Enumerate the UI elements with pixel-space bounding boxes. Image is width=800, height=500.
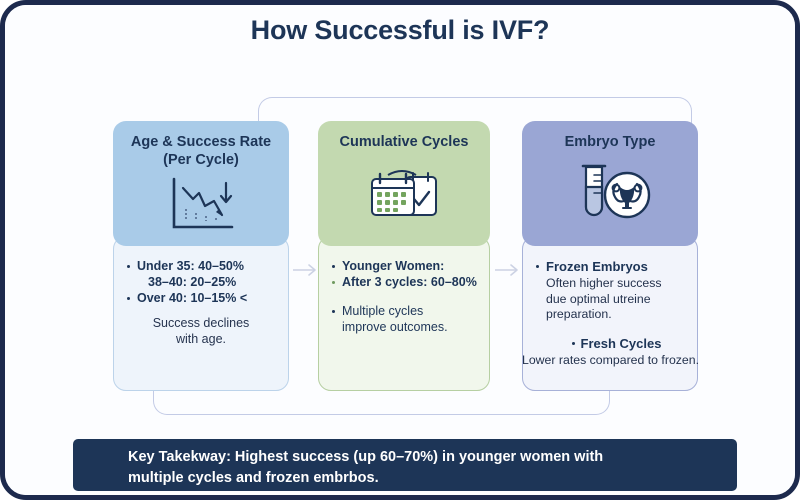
card-embryo-bullet2-label: Fresh Cycles <box>580 336 662 352</box>
card-embryo-sub1-line1: Often higher success <box>546 276 662 290</box>
banner-line2: multiple cycles and frozen embrbos. <box>128 470 379 487</box>
card-cycles-bullet-list: Younger Women: After 3 cycles: 60–80% <box>329 259 479 289</box>
list-item-highlight: After 3 cycles: 60–80% <box>329 275 479 289</box>
key-takeaway-banner: Key Takekway: Highest success (up 60–70%… <box>73 439 737 491</box>
arrow-card1-to-card2 <box>292 262 320 278</box>
card-age-title-line1: Age & Success Rate <box>130 134 272 150</box>
card-cycles-bullet-list-2: Multiple cycles improve outcomes. <box>329 304 479 334</box>
card-embryo-type: Embryo Type <box>522 121 700 391</box>
card-cycles-body: Younger Women: After 3 cycles: 60–80% Mu… <box>318 236 490 391</box>
list-item: Younger Women: <box>329 259 479 273</box>
card-embryo-body: Frozen Embryos Often higher success due … <box>522 236 700 391</box>
spacer <box>533 323 687 336</box>
card-cumulative-cycles: Cumulative Cycles <box>318 121 490 391</box>
card-cycles-header: Cumulative Cycles <box>318 121 490 246</box>
card-age-header: Age & Success Rate (Per Cycle) <box>113 121 289 246</box>
card-age-note-line1: Success declines <box>152 316 250 330</box>
card-embryo-sub2: Lower rates compared to frozen. <box>522 353 700 368</box>
declining-line-chart-icon <box>113 175 289 237</box>
list-item: Frozen Embryos <box>533 259 687 274</box>
list-item: improve outcomes. <box>342 320 448 334</box>
card-cycles-title: Cumulative Cycles <box>339 134 469 150</box>
infographic-canvas: How Successful is IVF? Age & Success Rat… <box>5 5 795 495</box>
card-age-body: Under 35: 40–50% 38–40: 20–25% Over 40: … <box>113 236 289 391</box>
list-item: Under 35: 40–50% <box>124 259 278 273</box>
card-embryo-header: Embryo Type <box>522 121 698 246</box>
list-item: Multiple cycles <box>329 304 479 318</box>
card-age-success-rate: Age & Success Rate (Per Cycle) Under 35: <box>113 121 289 391</box>
card-embryo-sub1-line3: preparation. <box>546 307 612 322</box>
list-item: Over 40: 10–15% < <box>124 291 278 305</box>
card-age-note: Success declines with age. <box>124 315 278 348</box>
card-embryo-bullet-list-1: Frozen Embryos <box>533 259 687 274</box>
card-embryo-title: Embryo Type <box>564 134 656 150</box>
bottom-bracket-connector <box>153 390 610 415</box>
card-embryo-sub1: Often higher success due optimal utreine… <box>533 276 687 323</box>
card-age-note-line2: with age. <box>175 332 227 347</box>
test-tube-uterus-icon <box>522 161 698 227</box>
page-title: How Successful is IVF? <box>250 15 550 45</box>
card-age-title-line2: (Per Cycle) <box>163 152 239 169</box>
card-age-bullet-list: Under 35: 40–50% 38–40: 20–25% Over 40: … <box>124 259 278 305</box>
list-item: Fresh Cycles <box>533 336 687 351</box>
bullet-dot <box>571 342 575 346</box>
banner-line1: Key Takekway: Highest success (up 60–70%… <box>128 449 604 465</box>
card-embryo-bullet-list-2: Fresh Cycles <box>533 336 687 351</box>
card-embryo-sub1-line2: due optimal utreine <box>546 291 651 306</box>
top-bracket-connector <box>258 97 692 132</box>
spacer <box>329 291 479 304</box>
list-item: 38–40: 20–25% <box>148 275 237 289</box>
calendar-check-icon <box>318 163 490 227</box>
arrow-card2-to-card3 <box>494 262 522 278</box>
